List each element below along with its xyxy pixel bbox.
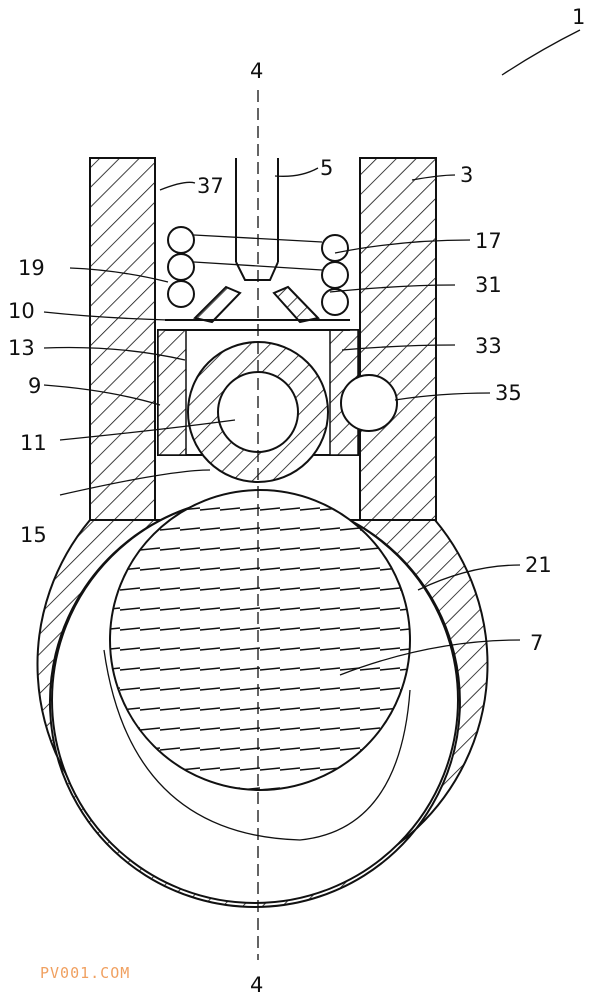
ref-7: 7 (530, 631, 543, 655)
plunger-5 (235, 158, 279, 281)
ref-21: 21 (525, 553, 552, 577)
ref-13: 13 (8, 336, 35, 360)
roller-7 (109, 489, 411, 791)
ball-35 (340, 374, 398, 432)
ref-3: 3 (460, 163, 473, 187)
ref-33: 33 (475, 334, 502, 358)
housing-left-wall (89, 157, 156, 521)
housing-right-wall (359, 157, 437, 521)
watermark: PV001.COM (40, 964, 130, 982)
section-label-top: 4 (250, 59, 263, 83)
ref-5: 5 (320, 156, 333, 180)
leader-lines (43, 29, 581, 676)
figure-number: 1 (572, 5, 585, 29)
ref-35: 35 (495, 381, 522, 405)
ref-15: 15 (20, 523, 47, 547)
section-label-bottom: 4 (250, 973, 263, 997)
spring-17 (167, 226, 349, 316)
ref-17: 17 (475, 229, 502, 253)
ref-19: 19 (18, 256, 45, 280)
ref-37: 37 (197, 174, 224, 198)
retainer-31 (165, 285, 350, 331)
ref-31: 31 (475, 273, 502, 297)
ref-11: 11 (20, 431, 47, 455)
ref-10: 10 (8, 299, 35, 323)
ref-9: 9 (28, 374, 41, 398)
